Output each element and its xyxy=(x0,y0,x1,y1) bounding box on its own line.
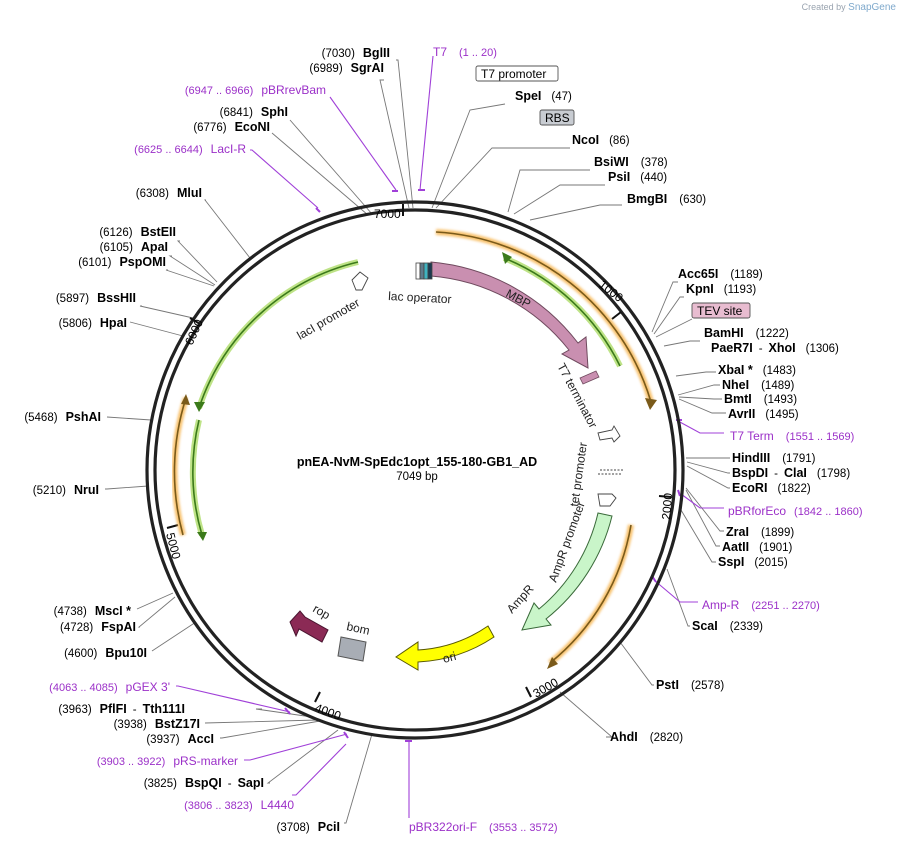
site-bssHII[interactable]: (5897)BssHII xyxy=(56,291,136,305)
orf-arrowhead xyxy=(181,394,190,405)
site-ecoNI[interactable]: (6776)EcoNI xyxy=(193,120,270,134)
snapgene-credit: Created by SnapGene xyxy=(802,2,896,13)
tet-promoter-feature: tet promoter xyxy=(567,425,624,507)
primer-ticks xyxy=(284,189,682,742)
tev-site-box[interactable]: TEV site xyxy=(691,302,751,319)
site-bamHI[interactable]: BamHI(1222) xyxy=(704,326,789,340)
tick-label-2000: 2000 xyxy=(659,492,675,520)
site-sgrAI[interactable]: (6989)SgrAI xyxy=(309,61,384,75)
site-pflFI-tth111I[interactable]: (3963)PflFI-Tth111I xyxy=(58,702,185,716)
primer-lacI-R[interactable]: (6625 .. 6644)LacI-R xyxy=(134,142,246,156)
rop-label: rop xyxy=(311,601,333,622)
orf-arrowhead xyxy=(547,657,558,669)
snapgene-brand: SnapGene xyxy=(848,2,896,13)
green-arrowhead xyxy=(502,252,512,264)
site-psiI[interactable]: PsiI(440) xyxy=(608,170,667,184)
site-accI[interactable]: (3937)AccI xyxy=(146,732,214,746)
site-bpu10I[interactable]: (4600)Bpu10I xyxy=(64,646,147,660)
t7-promoter-box[interactable]: T7 promoter xyxy=(475,65,559,82)
site-apaI[interactable]: (6105)ApaI xyxy=(100,240,168,254)
site-bstEII[interactable]: (6126)BstEII xyxy=(99,225,176,239)
t7-terminator-feature: T7 terminator xyxy=(554,361,600,431)
site-ecoRI[interactable]: EcoRI(1822) xyxy=(732,481,811,495)
site-mluI[interactable]: (6308)MluI xyxy=(136,186,202,200)
site-xbaI[interactable]: XbaI *(1483) xyxy=(718,363,796,377)
t7-promoter-box-label: T7 promoter xyxy=(481,67,546,81)
leader-lines xyxy=(105,59,730,824)
site-hpaI[interactable]: (5806)HpaI xyxy=(59,316,127,330)
site-kpnI[interactable]: KpnI(1193) xyxy=(686,282,756,296)
primer-pGEX-3[interactable]: (4063 .. 4085)pGEX 3' xyxy=(49,680,170,694)
site-ncoI[interactable]: NcoI(86) xyxy=(572,133,630,147)
primer-l4440[interactable]: (3806 .. 3823)L4440 xyxy=(184,798,294,812)
tick-label-7000: 7000 xyxy=(374,207,401,221)
site-hindIII[interactable]: HindIII(1791) xyxy=(732,451,816,465)
site-bstZ17I[interactable]: (3938)BstZ17I xyxy=(114,717,200,731)
tet-promoter-label: tet promoter xyxy=(567,441,590,507)
tick-marks xyxy=(166,204,672,703)
primer-labels: T7(1 .. 20) (6947 .. 6966)pBRrevBam (662… xyxy=(49,45,862,834)
site-bmgBI[interactable]: BmgBI(630) xyxy=(627,192,706,206)
site-bglII[interactable]: (7030)BglII xyxy=(322,46,390,60)
bom-feature: bom xyxy=(337,619,371,662)
site-bspDI-claI[interactable]: BspDI-ClaI(1798) xyxy=(732,466,850,480)
primer-t7[interactable]: T7(1 .. 20) xyxy=(433,45,497,59)
primer-t7-term[interactable]: T7 Term(1551 .. 1569) xyxy=(730,429,854,443)
backbone xyxy=(145,200,685,740)
site-nheI[interactable]: NheI(1489) xyxy=(722,378,795,392)
site-sspI[interactable]: SspI(2015) xyxy=(718,555,788,569)
site-avrII[interactable]: AvrII(1495) xyxy=(728,407,799,421)
plasmid-name: pnEA-NvM-SpEdc1opt_155-180-GB1_AD xyxy=(297,455,537,469)
rop-feature[interactable]: rop xyxy=(289,601,333,643)
green-arcs xyxy=(189,252,623,541)
ori-label: ori xyxy=(441,649,458,666)
lac-operator-feature: lac operator xyxy=(388,262,452,306)
site-pciI[interactable]: (3708)PciI xyxy=(277,820,341,834)
rbs-box-label: RBS xyxy=(545,111,570,125)
site-speI[interactable]: SpeI(47) xyxy=(515,89,572,103)
laci-promoter-label: lacI promoter xyxy=(295,295,363,342)
rbs-box[interactable]: RBS xyxy=(539,109,575,126)
green-arrowhead xyxy=(194,402,205,412)
site-mscI[interactable]: (4738)MscI * xyxy=(54,604,132,618)
plasmid-size: 7049 bp xyxy=(396,471,438,483)
primer-pRS-marker[interactable]: (3903 .. 3922)pRS-marker xyxy=(97,754,238,768)
primer-pBRforEco[interactable]: pBRforEco(1842 .. 1860) xyxy=(728,504,863,518)
site-fspAI[interactable]: (4728)FspAI xyxy=(60,620,136,634)
ori-feature[interactable]: ori xyxy=(395,625,495,671)
site-bsiWI[interactable]: BsiWI(378) xyxy=(594,155,668,169)
site-pspOMI[interactable]: (6101)PspOMI xyxy=(78,255,166,269)
primer-pBRrevBam[interactable]: (6947 .. 6966)pBRrevBam xyxy=(185,83,326,97)
site-bspQI-sapI[interactable]: (3825)BspQI-SapI xyxy=(144,776,264,790)
right-restriction-sites: SpeI(47) NcoI(86) BsiWI(378) PsiI(440) B… xyxy=(515,89,850,744)
tick-label-5000: 5000 xyxy=(163,531,184,561)
site-scaI[interactable]: ScaI(2339) xyxy=(692,619,763,633)
site-paeR7I-xhoI[interactable]: PaeR7I-XhoI(1306) xyxy=(711,341,839,355)
site-sphI[interactable]: (6841)SphI xyxy=(220,105,288,119)
lac-operator-label: lac operator xyxy=(388,289,452,306)
site-bmtI[interactable]: BmtI(1493) xyxy=(724,392,797,406)
orf-arrowhead xyxy=(645,398,657,410)
site-nruI[interactable]: (5210)NruI xyxy=(33,483,99,497)
green-arrowhead xyxy=(197,532,207,541)
primer-lines xyxy=(176,55,724,818)
primer-amp-R[interactable]: Amp-R(2251 .. 2270) xyxy=(702,598,820,612)
site-acc65I[interactable]: Acc65I(1189) xyxy=(678,267,763,281)
site-aatII[interactable]: AatII(1901) xyxy=(722,540,793,554)
credit-prefix: Created by xyxy=(801,2,846,12)
tev-site-box-label: TEV site xyxy=(697,304,743,318)
left-restriction-sites: (7030)BglII (6989)SgrAI (6841)SphI (6776… xyxy=(24,46,390,834)
bom-label: bom xyxy=(345,619,371,638)
primer-pBR322ori-F[interactable]: pBR322ori-F(3553 .. 3572) xyxy=(409,820,558,834)
site-pshAI[interactable]: (5468)PshAI xyxy=(24,410,101,424)
site-ahdI[interactable]: AhdI(2820) xyxy=(610,730,683,744)
t7-terminator-label: T7 terminator xyxy=(554,361,600,431)
orf-arcs xyxy=(171,229,657,669)
site-zraI[interactable]: ZraI(1899) xyxy=(726,525,794,539)
site-pstI[interactable]: PstI(2578) xyxy=(656,678,724,692)
